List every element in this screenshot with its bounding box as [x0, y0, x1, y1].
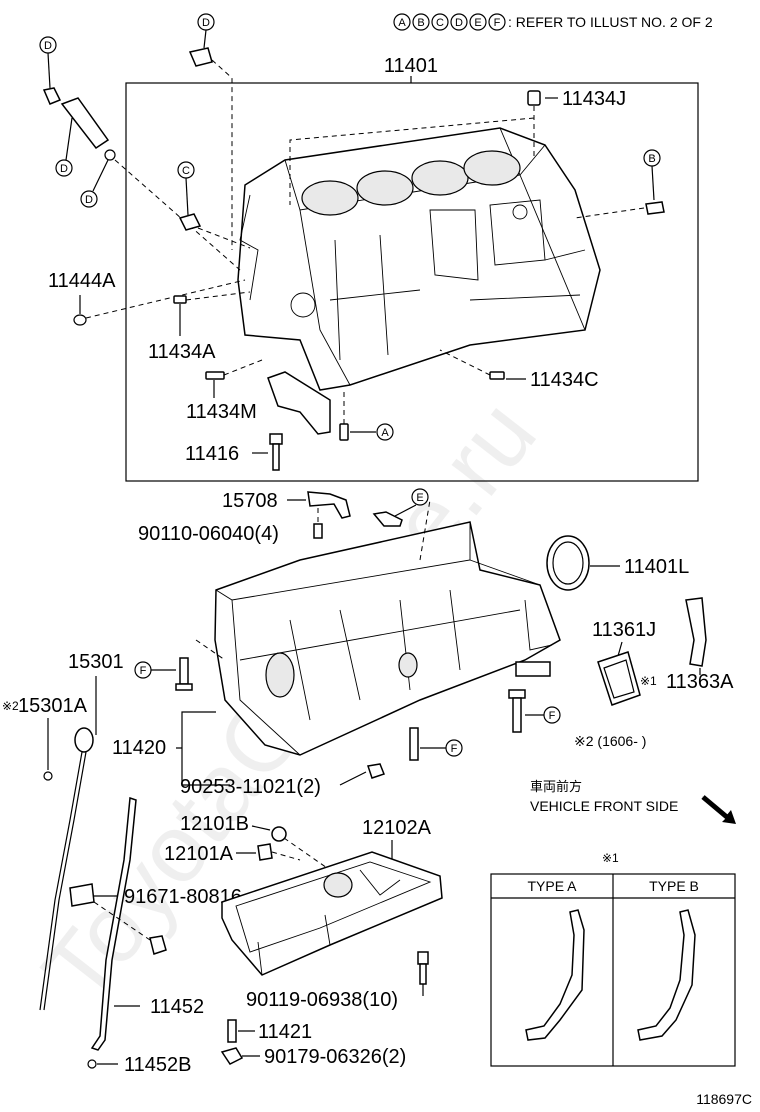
label-15301: 15301: [68, 651, 124, 673]
label-91671: 91671-80816: [124, 886, 242, 908]
pin-11434j: [527, 90, 541, 106]
label-12101b: 12101B: [180, 813, 249, 835]
label-11361j: 11361J: [592, 619, 656, 641]
label-11401l: 11401L: [624, 556, 689, 578]
label-11434m: 11434M: [186, 401, 257, 423]
label-11416: 11416: [185, 443, 239, 465]
label-11452b: 11452B: [124, 1054, 191, 1076]
label-11452: 11452: [150, 996, 204, 1018]
label-11401: 11401: [384, 55, 438, 77]
date-note: ※2 (1606- ): [574, 733, 646, 749]
label-11421: 11421: [258, 1021, 312, 1043]
callout-f-3: F: [451, 743, 458, 755]
bolt-11416-shank: [272, 443, 280, 471]
callout-f-2: F: [549, 710, 556, 722]
crankcase-tab: [515, 661, 551, 677]
label-11420: 11420: [112, 737, 166, 759]
callout-b: B: [648, 153, 655, 165]
crankcase-drawing: [214, 521, 561, 756]
ref-letter-c: C: [436, 17, 444, 29]
bolt-f-2-head: [508, 689, 526, 699]
label-11434c: 11434C: [530, 369, 599, 391]
label-90179: 90179-06326(2): [264, 1046, 406, 1068]
pin-11434m: [205, 371, 225, 380]
bolt-e: [372, 511, 403, 527]
cylinder-block-drawing: [237, 127, 601, 391]
sensor-15708: [307, 491, 351, 519]
label-90110: 90110-06040(4): [138, 523, 279, 545]
bolt-f-1: [179, 657, 189, 685]
bracket-type-a: [525, 909, 585, 1041]
label-11444a: 11444A: [48, 270, 116, 292]
pin-a: [339, 423, 349, 441]
dipstick-handle: [74, 727, 94, 753]
label-12102a: 12102A: [362, 817, 432, 839]
callout-f-1: F: [140, 665, 147, 677]
nut-90179: [220, 1047, 244, 1065]
note2-mark: ※2: [2, 699, 19, 713]
dipstick-guide-11452: [90, 796, 137, 1051]
label-11434j: 11434J: [562, 88, 626, 110]
bearing-cap: [267, 371, 331, 435]
ref-letter-e: E: [474, 17, 481, 29]
callout-d-4: D: [85, 194, 93, 206]
guide-bracket: [69, 883, 95, 907]
ref-letter-d: D: [455, 17, 463, 29]
fitting-d-small: [42, 87, 62, 105]
bolt-11416-head: [269, 433, 283, 445]
label-11363a: 11363A: [666, 671, 734, 693]
fitting-c: [178, 213, 202, 231]
oil-pan-drawing: [221, 851, 443, 976]
bolt-f-3: [409, 727, 419, 761]
vehicle-front-en: VEHICLE FRONT SIDE: [530, 798, 678, 814]
gasket-12101b: [271, 826, 287, 842]
pin-11434c: [489, 371, 505, 380]
bracket-11363a: [685, 597, 707, 667]
label-90253: 90253-11021(2): [180, 776, 321, 798]
ref-note-text: : REFER TO ILLUST NO. 2 OF 2: [508, 14, 713, 30]
vehicle-front-jp: 車両前方: [530, 779, 582, 795]
block-group-frame: [125, 82, 699, 482]
callout-d-2: D: [44, 40, 52, 52]
fitting-d-top: [188, 47, 213, 67]
drain-plug-12101a: [257, 843, 273, 861]
oil-seal-11401l: [546, 535, 590, 591]
stud-11421: [227, 1019, 237, 1043]
reference-letters: A B C D E F: [393, 13, 506, 31]
label-15708: 15708: [222, 490, 278, 512]
bolt-f-2: [512, 697, 522, 733]
label-90119: 90119-06938(10): [246, 989, 398, 1011]
bracket-type-b: [637, 909, 696, 1041]
label-11434a: 11434A: [148, 341, 216, 363]
illustration-id: 118697C: [696, 1091, 752, 1107]
ref-letter-b: B: [417, 17, 424, 29]
gasket-11361j: [597, 651, 641, 706]
callout-a: A: [381, 427, 389, 439]
pin-b: [645, 201, 665, 215]
bolt-90110: [313, 523, 323, 539]
oil-jet-fitting: [60, 97, 110, 150]
bolt-90119-head: [417, 951, 429, 965]
ref-letter-f: F: [494, 17, 501, 29]
label-12101a: 12101A: [164, 843, 234, 865]
stud-90253: [367, 763, 385, 779]
bolt-91671: [149, 935, 167, 955]
ref-letter-a: A: [398, 17, 406, 29]
label-15301a: 15301A: [18, 695, 88, 717]
inset-note: ※1: [602, 851, 619, 865]
callout-d-1: D: [202, 17, 210, 29]
o-ring-11452b: [87, 1059, 97, 1069]
o-ring-15301a: [43, 771, 53, 781]
note1-mark: ※1: [640, 674, 657, 688]
pin-11434a: [173, 295, 187, 304]
bolt-f-1-head: [175, 683, 193, 691]
inset-type-a: TYPE A: [527, 878, 577, 894]
ring-11444a: [73, 314, 87, 326]
callout-c: C: [182, 165, 190, 177]
inset-type-b: TYPE B: [649, 878, 699, 894]
callout-d-3: D: [60, 163, 68, 175]
callout-e: E: [416, 492, 423, 504]
bolt-90119: [419, 963, 427, 985]
